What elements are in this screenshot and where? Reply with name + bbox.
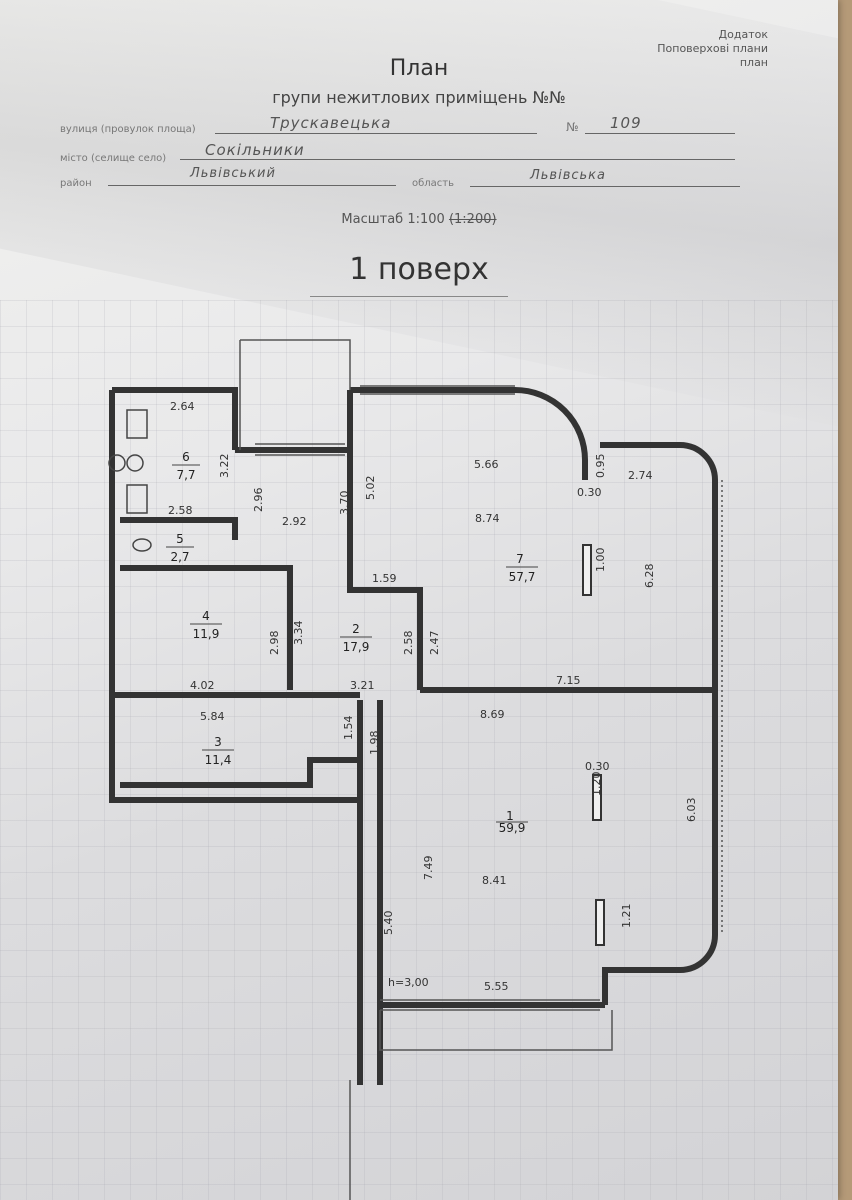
dim-5-84: 5.84 xyxy=(200,710,225,723)
dim-0-30-a: 0.30 xyxy=(577,486,602,499)
dim-2-58-a: 2.58 xyxy=(168,504,193,517)
dim-8-69: 8.69 xyxy=(480,708,505,721)
dim-7-15: 7.15 xyxy=(556,674,581,687)
scale-struck: (1:200) xyxy=(448,212,497,227)
dim-6-03: 6.03 xyxy=(685,798,698,823)
dim-2-98: 2.98 xyxy=(268,631,281,656)
annex-title: Додаток xyxy=(718,28,768,41)
street-value: Трускавецька xyxy=(270,114,392,132)
annex-line-2: план xyxy=(739,56,768,69)
kitchen-fixtures xyxy=(108,409,152,552)
room-5-number: 5 xyxy=(176,532,184,546)
number-value: 109 xyxy=(610,114,642,132)
dim-8-74: 8.74 xyxy=(475,512,500,525)
street-label: вулиця (провулок площа) xyxy=(60,124,196,135)
dim-5-55: 5.55 xyxy=(484,980,509,993)
dim-1-20: 1.20 xyxy=(590,772,603,797)
dim-1-21: 1.21 xyxy=(620,904,633,929)
dim-3-34: 3.34 xyxy=(292,621,305,646)
scale-text: Масштаб 1:100 xyxy=(341,212,445,227)
dim-7-49: 7.49 xyxy=(422,856,435,881)
room-7-number: 7 xyxy=(516,552,524,566)
dim-2-64: 2.64 xyxy=(170,400,195,413)
room-5-area: 2,7 xyxy=(170,550,189,564)
dim-8-41: 8.41 xyxy=(482,874,507,887)
dim-4-02: 4.02 xyxy=(190,679,215,692)
dim-6-28: 6.28 xyxy=(643,564,656,589)
region-label: область xyxy=(412,178,455,189)
room-7-area: 57,7 xyxy=(509,570,536,584)
dim-5-02: 5.02 xyxy=(364,476,377,501)
dim-1-00: 1.00 xyxy=(594,548,607,573)
room-1-area: 59,9 xyxy=(499,821,526,835)
floor-title: 1 поверх xyxy=(349,252,489,287)
district-label: район xyxy=(60,178,92,189)
dim-2-96: 2.96 xyxy=(252,488,265,513)
dim-2-92: 2.92 xyxy=(282,515,307,528)
dim-5-40: 5.40 xyxy=(382,911,395,936)
room-1-number: 1 xyxy=(506,809,514,823)
document-title: План xyxy=(389,56,449,81)
dim-3-22: 3.22 xyxy=(218,454,231,479)
dim-0-95: 0.95 xyxy=(594,454,607,479)
number-label: № xyxy=(566,120,579,134)
dim-1-98: 1.98 xyxy=(368,731,381,756)
dim-5-66: 5.66 xyxy=(474,458,499,471)
room-3-number: 3 xyxy=(214,735,222,749)
region-value: Львівська xyxy=(530,168,606,183)
scale-note: Масштаб 1:100 (1:200) xyxy=(0,212,838,227)
dim-1-59: 1.59 xyxy=(372,572,397,585)
annex-note: Додаток Поповерхові плани план xyxy=(657,28,768,70)
room-2-area: 17,9 xyxy=(343,640,370,654)
dim-2-47: 2.47 xyxy=(428,631,441,656)
room-4-number: 4 xyxy=(202,609,210,623)
dim-2-74: 2.74 xyxy=(628,469,653,482)
city-label: місто (селище село) xyxy=(60,153,167,164)
document-subtitle: групи нежитлових приміщень №№ xyxy=(272,88,566,107)
district-value: Львівський xyxy=(190,166,276,181)
city-value: Сокільники xyxy=(205,141,305,159)
dim-1-54: 1.54 xyxy=(342,716,355,741)
dim-0-30-b: 0.30 xyxy=(585,760,610,773)
room-3-area: 11,4 xyxy=(205,753,232,767)
height-label: h=3,00 xyxy=(388,976,429,989)
room-6-number: 6 xyxy=(182,450,190,464)
room-6-area: 7,7 xyxy=(176,468,195,482)
dim-3-70: 3.70 xyxy=(338,491,351,516)
room-2-number: 2 xyxy=(352,622,360,636)
dim-2-58-b: 2.58 xyxy=(402,631,415,656)
dim-3-21: 3.21 xyxy=(350,679,375,692)
annex-line-1: Поповерхові плани xyxy=(657,42,768,55)
room-4-area: 11,9 xyxy=(193,627,220,641)
